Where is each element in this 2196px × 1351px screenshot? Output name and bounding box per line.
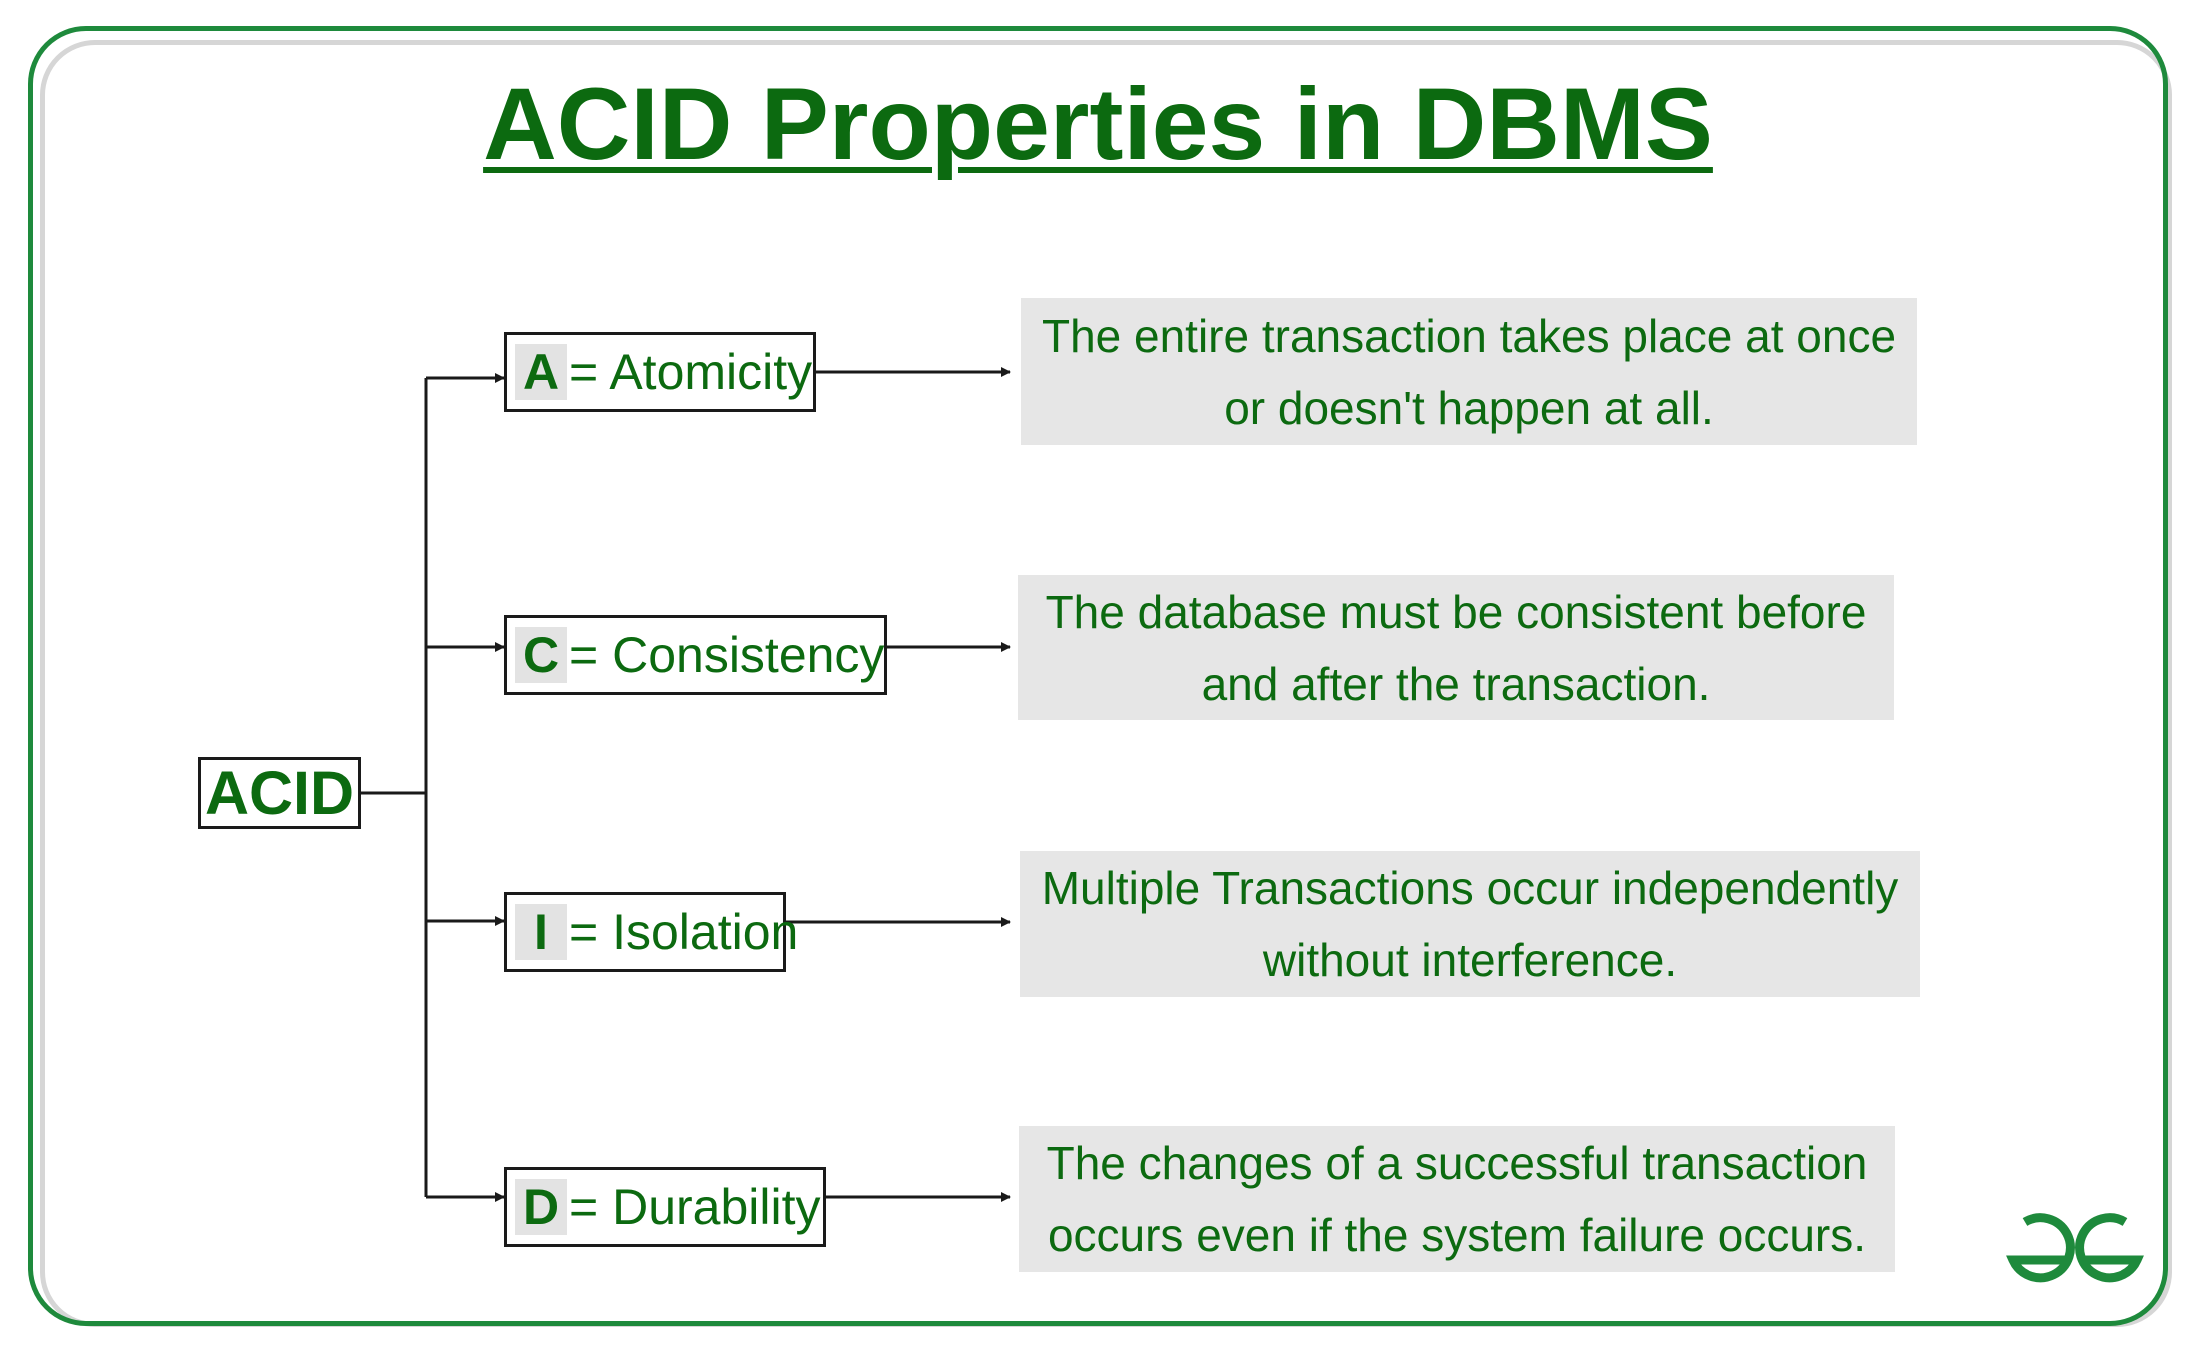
property-letter-durability: D <box>515 1179 567 1235</box>
description-atomicity-line1: The entire transaction takes place at on… <box>1041 309 1897 362</box>
diagram-title-text: ACID Properties in DBMS <box>483 67 1713 181</box>
description-consistency-line2: and after the transaction. <box>1201 657 1711 710</box>
description-consistency: The database must be consistent before a… <box>1018 575 1894 720</box>
property-name-isolation: = Isolation <box>569 904 799 960</box>
diagram-title: ACID Properties in DBMS <box>0 68 2196 180</box>
description-durability-line1: The changes of a successful transaction <box>1046 1137 1868 1189</box>
description-atomicity: The entire transaction takes place at on… <box>1021 298 1917 445</box>
property-box-isolation: I = Isolation <box>504 892 798 972</box>
property-name-consistency: = Consistency <box>569 627 885 683</box>
property-name-atomicity: = Atomicity <box>569 344 813 400</box>
description-durability-line2: occurs even if the system failure occurs… <box>1047 1209 1867 1261</box>
description-isolation-line2: without interference. <box>1262 934 1678 986</box>
property-box-atomicity: A = Atomicity <box>504 332 816 412</box>
description-isolation: Multiple Transactions occur independentl… <box>1020 851 1920 997</box>
property-name-durability: = Durability <box>569 1179 821 1235</box>
property-letter-isolation: I <box>515 904 567 960</box>
property-box-durability: D = Durability <box>504 1167 826 1247</box>
acid-root-box: ACID <box>198 757 361 829</box>
description-isolation-line1: Multiple Transactions occur independentl… <box>1041 862 1899 914</box>
property-letter-consistency: C <box>515 627 567 683</box>
diagram-frame <box>28 26 2168 1326</box>
acid-root-label: ACID <box>204 759 355 827</box>
property-letter-atomicity: A <box>515 344 567 400</box>
property-box-consistency: C = Consistency <box>504 615 887 695</box>
description-durability: The changes of a successful transaction … <box>1019 1126 1895 1272</box>
description-atomicity-line2: or doesn't happen at all. <box>1224 381 1714 434</box>
geeksforgeeks-logo-icon <box>2006 1213 2144 1283</box>
description-consistency-line1: The database must be consistent before <box>1045 585 1867 638</box>
